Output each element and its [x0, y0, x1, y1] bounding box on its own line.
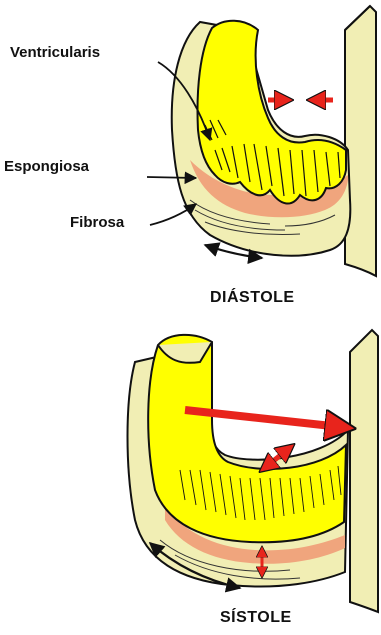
- systole-panel: [128, 330, 379, 612]
- espongiosa-leader-line: [147, 177, 196, 178]
- diastole-label: DIÁSTOLE: [210, 289, 295, 307]
- espongiosa-label: Espongiosa: [4, 158, 89, 175]
- diastole-panel: [147, 6, 376, 276]
- ventricularis-label: Ventricularis: [10, 44, 100, 61]
- systole-aortic-wall: [350, 330, 378, 612]
- fibrosa-label: Fibrosa: [70, 214, 124, 231]
- sistole-label: SÍSTOLE: [220, 609, 292, 627]
- diastole-aortic-wall: [345, 6, 376, 276]
- diastole-ventricularis-layer: [198, 21, 346, 204]
- systole-ventricularis-layer: [148, 335, 346, 542]
